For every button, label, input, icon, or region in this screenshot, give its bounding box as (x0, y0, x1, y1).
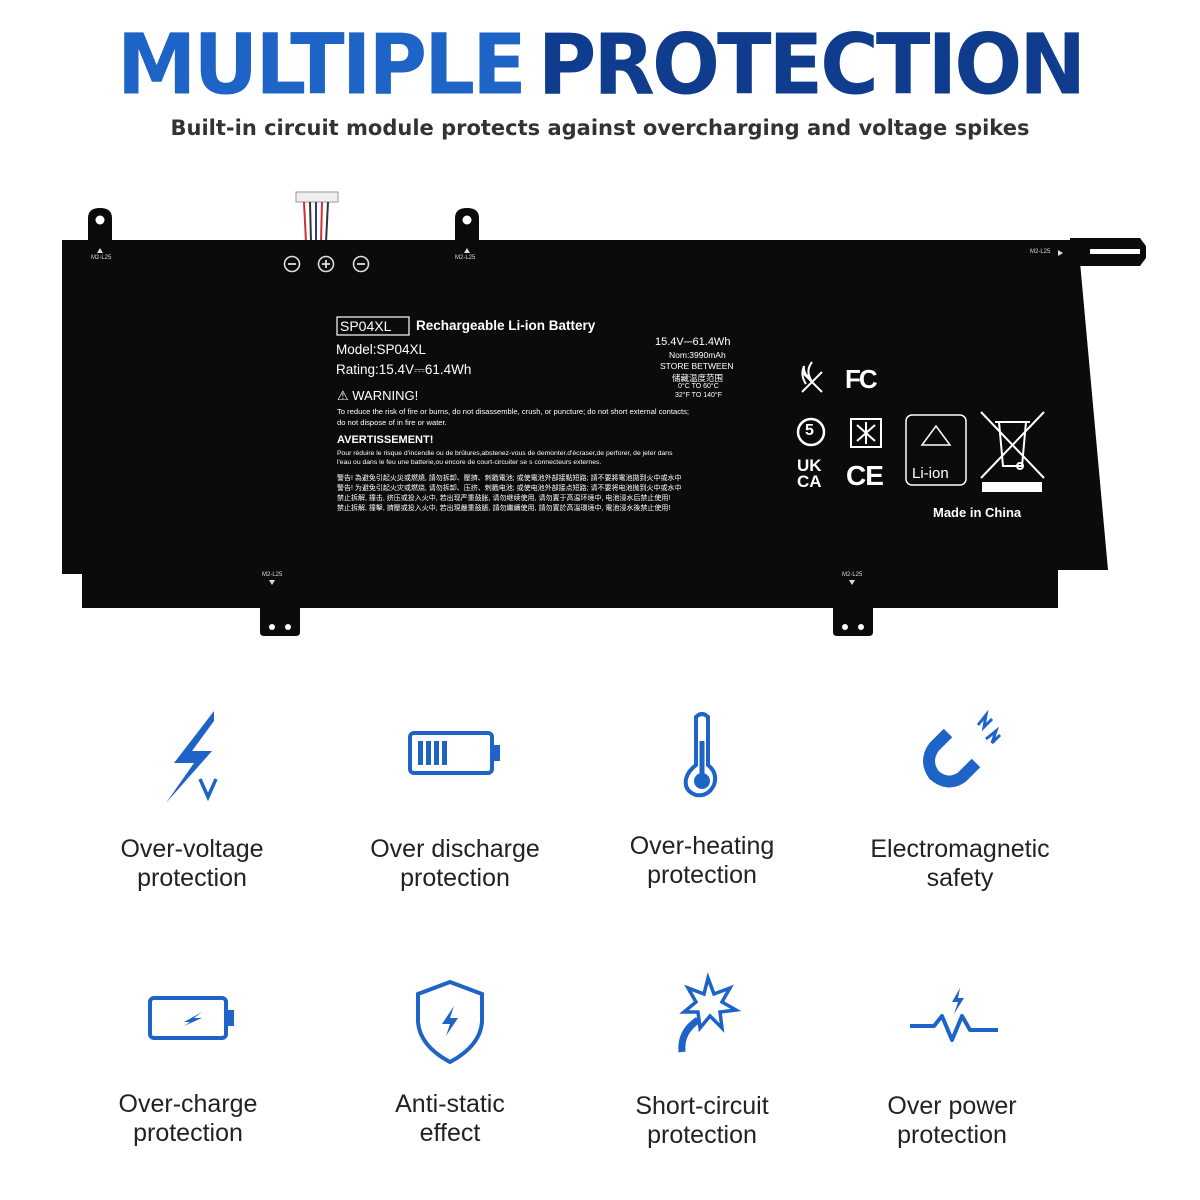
screw-tag: M2-L25 (455, 255, 476, 261)
recycle-label: Li-ion (912, 465, 949, 482)
terminal-symbols (283, 255, 370, 273)
avertissement-text: Pour réduire le risque d'incendie ou de … (337, 450, 673, 457)
feature-line1: Electromagnetic (870, 835, 1050, 863)
made-in-label: Made in China (933, 505, 1022, 520)
spec-temp-f: 32°F TO 140°F (675, 392, 722, 399)
five-year-icon (796, 417, 826, 447)
model-line: Model:SP04XL (336, 342, 427, 357)
feature-line1: Over-charge (118, 1090, 258, 1118)
lightning-v-icon (166, 711, 218, 803)
battery-heading: Rechargeable Li-ion Battery (416, 318, 596, 333)
battery-connector (295, 191, 339, 203)
battery-tab-bottom-left (260, 608, 300, 636)
warning-title: ⚠ WARNING! (337, 388, 419, 403)
chinese-warning-text: 警告! 为避免引起火灾或燃烧, 请勿拆卸、压挤、刺戳电池; 或使电池外部接点短路… (337, 485, 682, 492)
feature-line2: protection (647, 861, 757, 889)
feature-line1: Over power (887, 1092, 1017, 1120)
feature-line2: protection (137, 864, 247, 892)
screw-tag: M2-L25 (1030, 249, 1051, 255)
chinese-warning-text: 警告! 為避免引起火災或燃燒, 請勿拆卸、壓擠、刺戳電池; 或使電池外部接點短路… (337, 475, 682, 482)
recycle-icon (905, 414, 967, 486)
feature-line1: Over discharge (370, 835, 540, 863)
model-box: SP04XL (340, 318, 392, 334)
spec-voltage: 15.4V⎓61.4Wh (655, 336, 731, 348)
spec-store: STORE BETWEEN (660, 361, 734, 371)
feature-line1: Over-voltage (120, 835, 264, 863)
warning-text: do not dispose of in fire or water. (337, 418, 447, 427)
avertissement-text: l'eau ou dans le feu une batterie,ou enc… (337, 459, 602, 466)
feature-line2: protection (647, 1121, 757, 1149)
feature-line1: Short-circuit (635, 1092, 769, 1120)
battery-body (62, 240, 1108, 608)
feature-line2: protection (400, 864, 510, 892)
battery-illustration: M2-L25 M2-L25 M2-L25 M2-L25 M2-L25 SP04X… (0, 170, 1200, 650)
feature-line1: Anti-static (395, 1090, 505, 1118)
shield-bolt-icon (416, 979, 484, 1065)
magnet-icon (923, 709, 1002, 788)
title-word-multiple: MULTIPLE (116, 15, 527, 114)
weee-bin-icon (980, 411, 1045, 479)
spark-wire-icon (678, 972, 742, 1053)
compliance-mark-icon (850, 418, 882, 448)
feature-line2: effect (419, 1119, 481, 1147)
avertissement-title: AVERTISSEMENT! (337, 434, 434, 446)
chinese-warning-text: 禁止拆解, 撞击, 挤压或投入火中, 若出现严重鼓胀, 请勿继续使用, 请勿置于… (337, 495, 671, 502)
battery-bolt-icon (148, 996, 234, 1040)
spec-store-cn: 储藏温度范围 (672, 373, 724, 383)
title-word-protection: PROTECTION (537, 15, 1086, 114)
screw-tag: M2-L25 (262, 572, 283, 578)
battery-tab-bottom-right (833, 608, 873, 636)
page-subtitle: Built-in circuit module protects against… (170, 116, 1030, 140)
screw-tag: M2-L25 (91, 255, 112, 261)
feature-line2: protection (897, 1121, 1007, 1149)
feature-line2: protection (133, 1119, 243, 1147)
battery-tab-left (88, 208, 112, 242)
fc-mark: FC (845, 364, 878, 394)
feature-line2: safety (926, 864, 994, 892)
pulse-bolt-icon (910, 988, 998, 1042)
thermometer-icon (683, 712, 718, 798)
battery-tab-middle (455, 208, 479, 242)
spec-capacity: Nom:3990mAh (669, 350, 726, 360)
screw-tag: M2-L25 (842, 572, 863, 578)
fire-hazard-icon (801, 361, 823, 393)
battery-bars-icon (408, 731, 500, 775)
spec-temp-c: 0°C TO 60°C (678, 383, 719, 390)
battery-shape (62, 191, 1146, 636)
feature-line1: Over-heating (629, 832, 775, 860)
chinese-warning-text: 禁止拆解, 撞擊, 擠壓或投入火中, 若出現嚴重鼓脹, 請勿繼續使用, 請勿置於… (337, 505, 671, 512)
ce-mark: CE (846, 460, 884, 491)
warning-text: To reduce the risk of fire or burns, do … (337, 407, 690, 416)
five-year-mark: 5 (805, 422, 814, 439)
rating-line: Rating:15.4V⎓61.4Wh (336, 362, 472, 377)
